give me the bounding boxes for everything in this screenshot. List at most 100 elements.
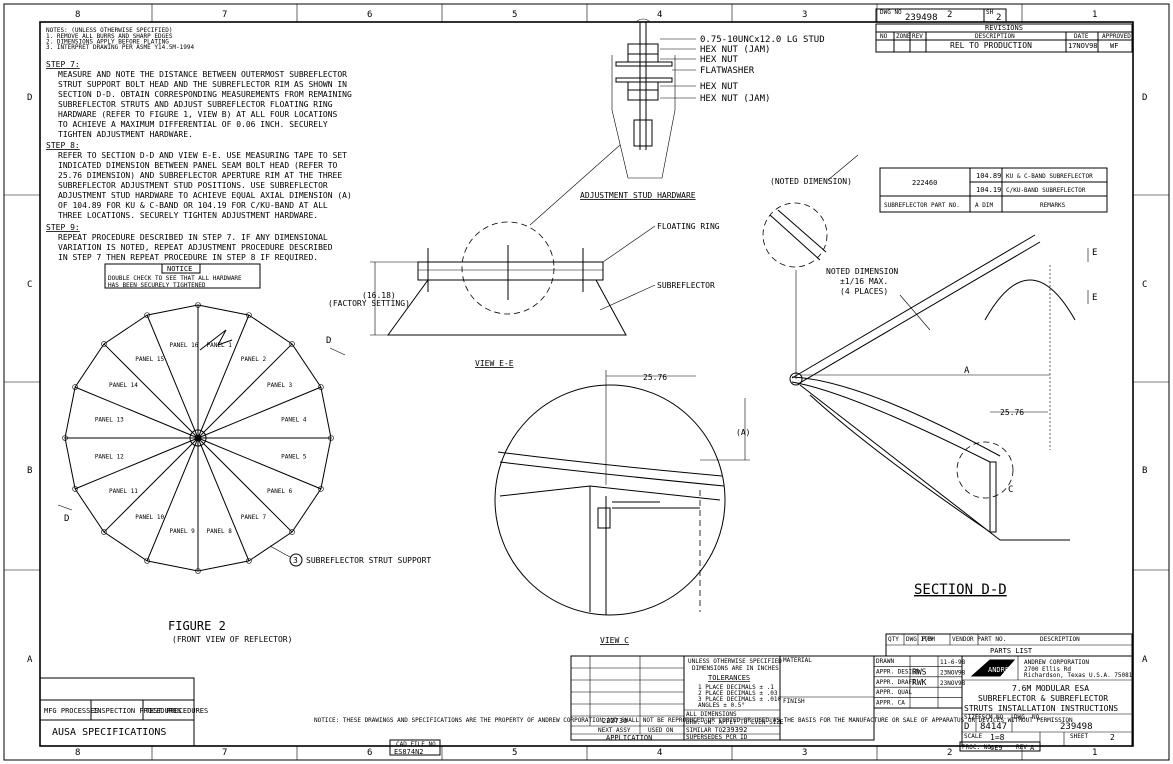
test-procedures: TEST PROCEDURES <box>145 707 208 715</box>
step7-line-1: MEASURE AND NOTE THE DISTANCE BETWEEN OU… <box>58 70 347 79</box>
zone-top-1: 7 <box>222 10 227 20</box>
panel-label-15: PANEL 15 <box>135 356 164 363</box>
step7-line-4: SUBREFLECTOR STRUTS AND ADJUST SUBREFLEC… <box>58 100 333 109</box>
factory-dim: (16.18) <box>362 291 396 300</box>
noted-dim-line-2: ±1/16 MAX. <box>840 277 888 286</box>
reflector-hub <box>189 429 207 447</box>
a-dim-2: 104.19 <box>976 186 1001 194</box>
company-address-2: Richardson, Texas U.S.A. 75081 <box>1024 672 1133 679</box>
ausa-specifications: AUSA SPECIFICATIONS <box>52 727 166 738</box>
step7-title: STEP 7: <box>46 60 80 69</box>
sheet-tag-label: SH <box>986 9 994 16</box>
fscm-value: 84147 <box>980 722 1007 732</box>
pl-header-vendor: VENDOR PART NO. <box>952 636 1006 643</box>
step8-line-5: ADJUSTMENT STUD HARDWARE TO ACHIEVE EQUA… <box>58 191 352 200</box>
dim-a-viewc: (A) <box>736 428 750 437</box>
callout-hex-nut-jam-1: HEX NUT (JAM) <box>700 45 770 55</box>
sheet-tag-number: 2 <box>996 13 1001 23</box>
view-c-circle <box>494 384 726 616</box>
zone-right-1: C <box>1142 280 1147 290</box>
drawing-title-2: SUBREFLECTOR & SUBREFLECTOR <box>978 694 1108 703</box>
sheet-label: SHEET <box>1070 733 1088 740</box>
zone-left-3: A <box>27 655 33 665</box>
sign-role-0: DRAWN <box>876 658 894 665</box>
note-item-1: 1. REMOVE ALL BURRS AND SHARP EDGES <box>46 33 173 40</box>
sign-role-2: APPR. DRAFT <box>876 679 916 686</box>
detail-circle-c <box>461 221 555 315</box>
factory-setting: (FACTORY SETTING) <box>328 299 410 308</box>
zone-bottom-6: 2 <box>947 748 952 758</box>
zone-bottom-7: 1 <box>1092 748 1097 758</box>
view-ee: (16.18) (FACTORY SETTING) FLOATING RING … <box>328 144 720 368</box>
zone-top-5: 3 <box>802 10 807 20</box>
step9-title: STEP 9: <box>46 223 80 232</box>
section-dd-title: SECTION D-D <box>914 582 1007 598</box>
sign-role-3: APPR. QUAL <box>876 689 913 696</box>
panel-label-5: PANEL 5 <box>281 454 307 461</box>
used-on-label: USED ON <box>648 727 674 734</box>
notice-line-1: DOUBLE CHECK TO SEE THAT ALL HARDWARE <box>108 275 242 282</box>
rev-header-rev: REV <box>912 33 923 40</box>
panel-label-4: PANEL 4 <box>281 416 307 423</box>
rev-label: REV <box>1016 744 1027 751</box>
noted-dimension-detail <box>762 202 828 268</box>
cad-file-label: CAD FILE NO. <box>396 741 439 748</box>
process-box: MFG PROCESSES INSPECTION PROCEDURES TEST… <box>39 677 208 747</box>
revisions-block: REVISIONS NO ZONE REV DESCRIPTION DATE A… <box>875 23 1133 53</box>
dwg-no-label: DWG. NO. <box>1014 714 1043 721</box>
panel-label-11: PANEL 11 <box>109 488 138 495</box>
sign-date-1: 23NOV98 <box>940 669 966 676</box>
panel-label-6: PANEL 6 <box>267 488 293 495</box>
noted-dim-line-3: (4 PLACES) <box>840 287 888 296</box>
zone-top-2: 6 <box>367 10 372 20</box>
parts-list-title: PARTS LIST <box>990 647 1033 655</box>
step7-line-5: HARDWARE (REFER TO FIGURE 1, VIEW B) AT … <box>58 110 338 119</box>
title-block: ANDREW ANDREW CORPORATION 2700 Ellis Rd … <box>959 655 1133 752</box>
size-value: D <box>964 722 969 732</box>
rev-value: A <box>1030 744 1035 752</box>
callout-hex-nut-1: HEX NUT <box>700 55 739 65</box>
title-tag: DWG NO 239498 SH 2 <box>875 8 1007 23</box>
andrew-logo-text: ANDREW <box>988 666 1014 674</box>
subreflector-label: SUBREFLECTOR <box>657 281 715 290</box>
company-address-1: 2700 Ellis Rd <box>1024 666 1071 673</box>
application-block: 222730 NEXT ASSY USED ON APPLICATION CAD… <box>389 655 685 756</box>
tol-row-3: 3 PLACE DECIMALS ± .010 <box>698 696 781 703</box>
company-name: ANDREW CORPORATION <box>1024 659 1089 666</box>
noted-dim-line-1: NOTED DIMENSION <box>826 267 898 276</box>
rev-header-no: NO <box>880 33 888 40</box>
zone-bottom-4: 4 <box>657 748 662 758</box>
application-title: APPLICATION <box>606 734 652 742</box>
noted-dimension-paren: (NOTED DIMENSION) <box>770 177 852 186</box>
step8-line-6: OF 104.89 FOR KU & C-BAND OR 104.19 FOR … <box>58 201 328 210</box>
tol-head-2: DIMENSIONS ARE IN INCHES <box>692 665 779 672</box>
tol-title: TOLERANCES <box>708 674 750 682</box>
rev-header-approved: APPROVED <box>1102 33 1131 40</box>
material-block: MATERIAL FINISH <box>779 655 875 741</box>
detail-circle-c-sectiondd <box>956 441 1014 499</box>
zone-bottom-5: 3 <box>802 748 807 758</box>
material-label: MATERIAL <box>783 657 812 664</box>
zone-right-2: B <box>1142 466 1147 476</box>
sign-who-2: RWK <box>912 678 927 687</box>
section-arrow-e-bottom: E <box>1092 293 1097 303</box>
part-number: 222460 <box>912 179 937 187</box>
andrew-logo-icon <box>970 659 1016 677</box>
sign-who-1: RWS <box>912 667 927 676</box>
revisions-title: REVISIONS <box>985 24 1023 32</box>
section-dd-letter-c: C <box>1008 485 1013 495</box>
zone-top-6: 2 <box>947 10 952 20</box>
notes-header: NOTES: (UNLESS OTHERWISE SPECIFIED) <box>46 27 172 34</box>
step8-line-3: 25.76 DIMENSION) AND SUBREFLECTOR APERTU… <box>58 171 342 180</box>
note-item-2: 2. DIMENSIONS APPLY BEFORE PLATING <box>46 39 169 46</box>
zone-left-0: D <box>27 93 32 103</box>
note-item-3: 3. INTERPRET DRAWING PER ASME Y14.5M-199… <box>46 44 194 51</box>
adjustment-stud-label: ADJUSTMENT STUD HARDWARE <box>580 191 696 200</box>
tol-row-4: ANGLES ± 0.5° <box>698 702 745 709</box>
section-arrow-d-bottom: D <box>64 514 69 524</box>
zone-bottom-1: 7 <box>222 748 227 758</box>
